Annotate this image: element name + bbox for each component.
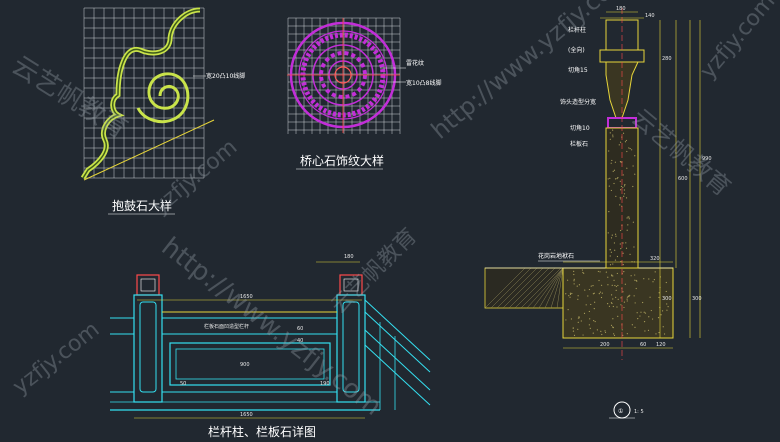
dim-overall-bottom: 1650 [240,412,253,418]
dim-sub1: 50 [180,381,186,387]
label-base-stone: 花岗岩地袱石 [538,252,574,260]
label-chamfer-10: 切角10 [570,124,590,132]
dim-h-total: 990 [702,156,712,162]
drum-stone-grid [83,7,205,179]
watermark-short-2: yzfjy.com [8,317,104,400]
railing-caption: 栏杆柱、栏板石详图 [208,424,316,439]
label-rail-stone: 栏板石 [570,140,588,148]
railing-elevation: 栏板石面凹造型栏杆 1650 1650 900 50 190 180 60 40… [110,254,431,439]
watermark-url-2: http://www.yzfjy.com [426,0,635,145]
drum-stone-detail: 宽20凸10线脚 抱鼓石大样 [80,7,245,215]
drum-stone-spiral [136,72,190,124]
bridge-stone-caption: 桥心石饰纹大样 [300,153,384,168]
foundation-block [562,267,674,339]
bridge-stone-detail: 雷花纹 宽10凸8线脚 桥心石饰纹大样 [287,17,441,170]
section-dimensions: 990 300 600 280 300 180 140 200 60 120 3… [563,6,712,349]
drum-stone-caption: 抱鼓石大样 [112,198,172,213]
label-decor-sep: 饰头造型分宽 [560,98,596,106]
watermark-brand-3: 云艺帆教育 [626,103,736,202]
panel-text: 栏板石面凹造型栏杆 [204,323,249,330]
bridge-rosette [287,18,400,133]
bridge-pattern-label: 雷花纹 [406,59,424,67]
dim-h-rail: 300 [662,296,672,302]
railing-slope [364,299,431,410]
dim-base-a: 200 [600,342,610,348]
railing-dimensions: 1650 1650 900 50 190 180 60 40 [134,254,365,419]
watermark-short-3: yzfjy.com [695,0,780,84]
bridge-grid-note: 宽10凸8线脚 [406,79,441,87]
label-post-ring: (全向) [568,46,585,54]
drum-stone-diagonal [83,119,215,181]
dim-sub2: 190 [320,381,330,387]
dim-w1: 140 [645,13,655,19]
dim-h-cap: 280 [662,56,672,62]
railing-post-right [336,274,366,403]
railing-post-left [133,274,163,403]
dim-post-width: 180 [344,254,354,260]
section-marker-number: ① [618,408,623,415]
dim-h-base: 300 [692,296,702,302]
dim-inner: 900 [240,362,250,368]
watermark-brand-2: 云艺帆教育 [327,224,422,319]
dim-overall-top: 1650 [240,294,253,300]
dim-top: 180 [616,6,626,12]
ground-hatch [484,267,564,309]
dim-p1: 60 [297,326,303,332]
dim-base-w: 320 [650,256,660,262]
dim-h-mid: 600 [678,176,688,182]
dim-base-c: 120 [656,342,666,348]
section-scale: 1: 5 [634,409,644,415]
dim-p2: 40 [297,338,303,344]
label-chamfer-15: 切角15 [568,66,588,74]
drum-grid-note: 宽20凸10线脚 [206,72,245,80]
watermark-short-1: yzfjy.com [148,135,242,220]
post-section: 栏杆柱 (全向) 切角15 饰头造型分宽 切角10 栏板石 花岗岩地袱石 990… [484,6,712,419]
dim-base-b: 60 [640,342,646,348]
railing-panel: 栏板石面凹造型栏杆 [110,311,337,393]
label-post-top: 栏杆柱 [568,26,586,34]
watermark-url-1: http://www.yzfjy.com [156,232,387,422]
drum-stone-scroll-outline [80,7,201,180]
